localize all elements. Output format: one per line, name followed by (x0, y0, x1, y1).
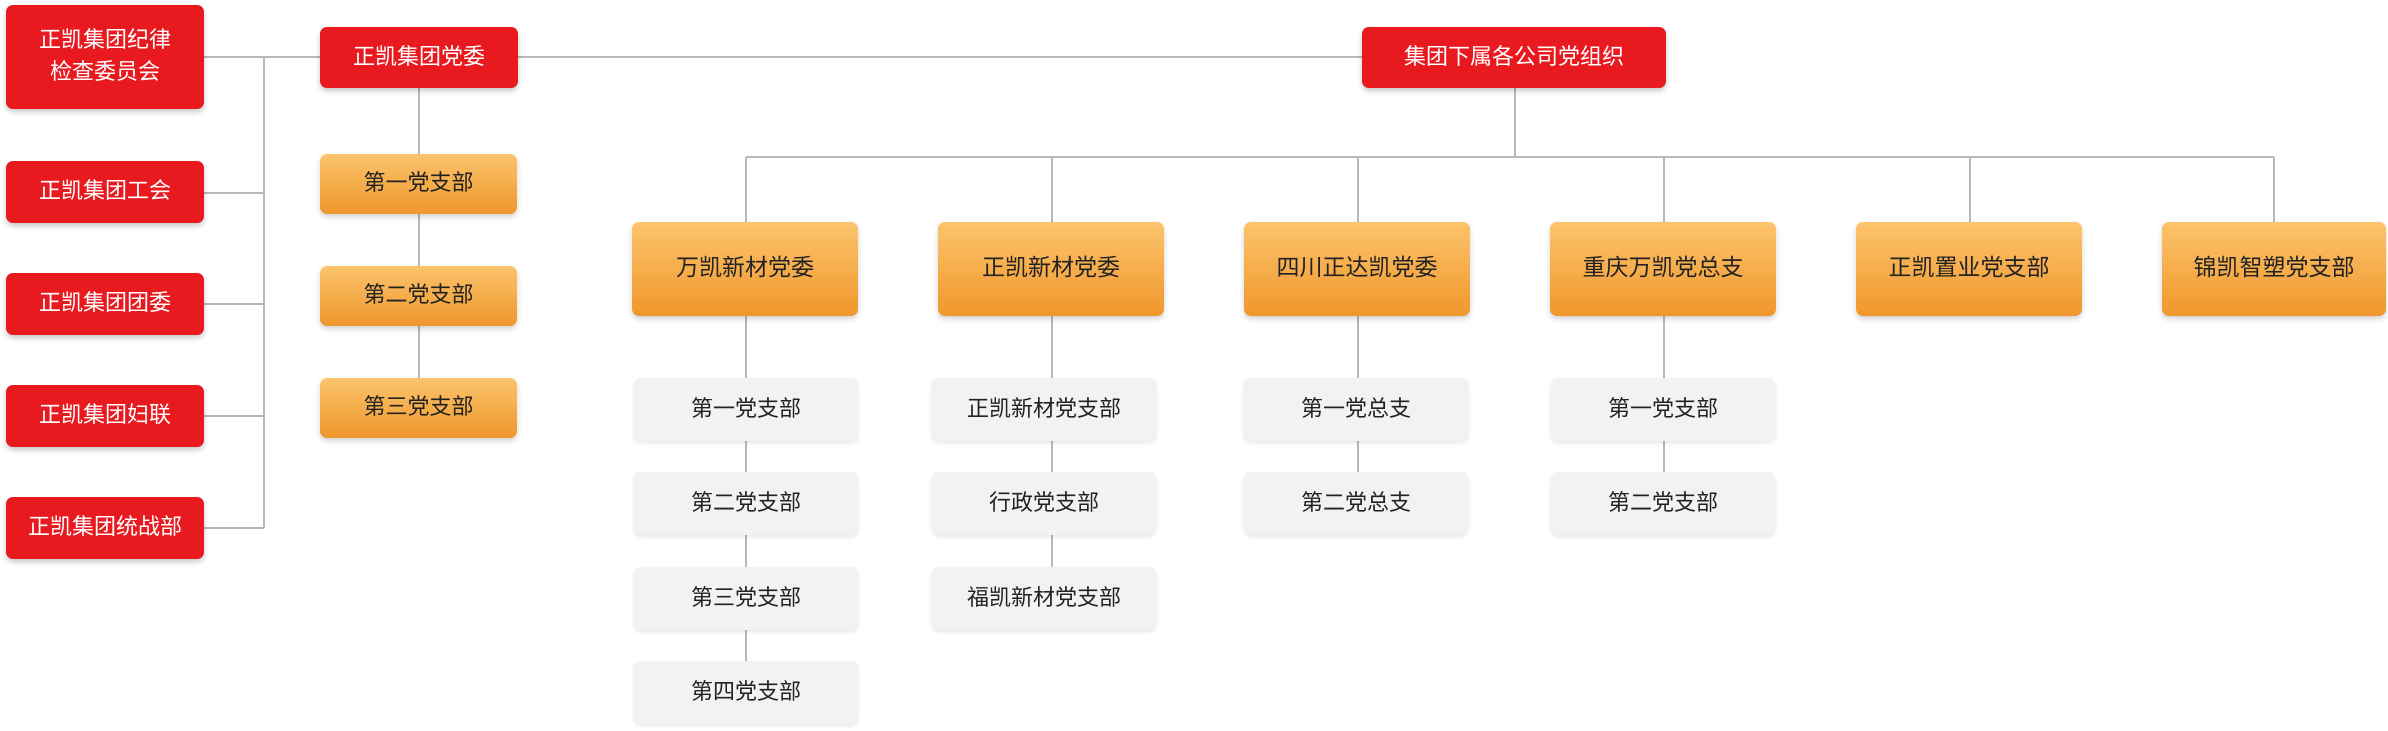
subsidiary-org-zhengkai-newmat: 正凯新材党委 (938, 222, 1164, 316)
subsidiary-org-zhengkai-realestate: 正凯置业党支部 (1856, 222, 2082, 316)
group-party-committee: 正凯集团党委 (320, 27, 518, 88)
sichuan-branch-1: 第一党总支 (1244, 378, 1468, 441)
org-united-front-dept: 正凯集团统战部 (6, 497, 204, 559)
sichuan-branch-2: 第二党总支 (1244, 472, 1468, 535)
subsidiary-org-jinkai-plastics: 锦凯智塑党支部 (2162, 222, 2386, 316)
wankai-branch-1: 第一党支部 (634, 378, 858, 441)
zhengkai-newmat-branch-1: 正凯新材党支部 (932, 378, 1156, 441)
committee-branch-1: 第一党支部 (320, 154, 517, 214)
committee-branch-2: 第二党支部 (320, 266, 517, 326)
zhengkai-newmat-branch-3: 福凯新材党支部 (932, 567, 1156, 630)
wankai-branch-4: 第四党支部 (634, 661, 858, 724)
committee-branch-3: 第三党支部 (320, 378, 517, 438)
org-womens-federation: 正凯集团妇联 (6, 385, 204, 447)
chongqing-branch-1: 第一党支部 (1551, 378, 1775, 441)
org-youth-league: 正凯集团团委 (6, 273, 204, 335)
zhengkai-newmat-branch-2: 行政党支部 (932, 472, 1156, 535)
subsidiary-org-wankai: 万凯新材党委 (632, 222, 858, 316)
chongqing-branch-2: 第二党支部 (1551, 472, 1775, 535)
org-labor-union: 正凯集团工会 (6, 161, 204, 223)
wankai-branch-3: 第三党支部 (634, 567, 858, 630)
subsidiary-org-chongqing-wankai: 重庆万凯党总支 (1550, 222, 1776, 316)
wankai-branch-2: 第二党支部 (634, 472, 858, 535)
subsidiary-org-sichuan-zhengdakai: 四川正达凯党委 (1244, 222, 1470, 316)
org-discipline-committee: 正凯集团纪律 检查委员会 (6, 5, 204, 109)
subsidiaries-party-orgs-header: 集团下属各公司党组织 (1362, 27, 1666, 88)
